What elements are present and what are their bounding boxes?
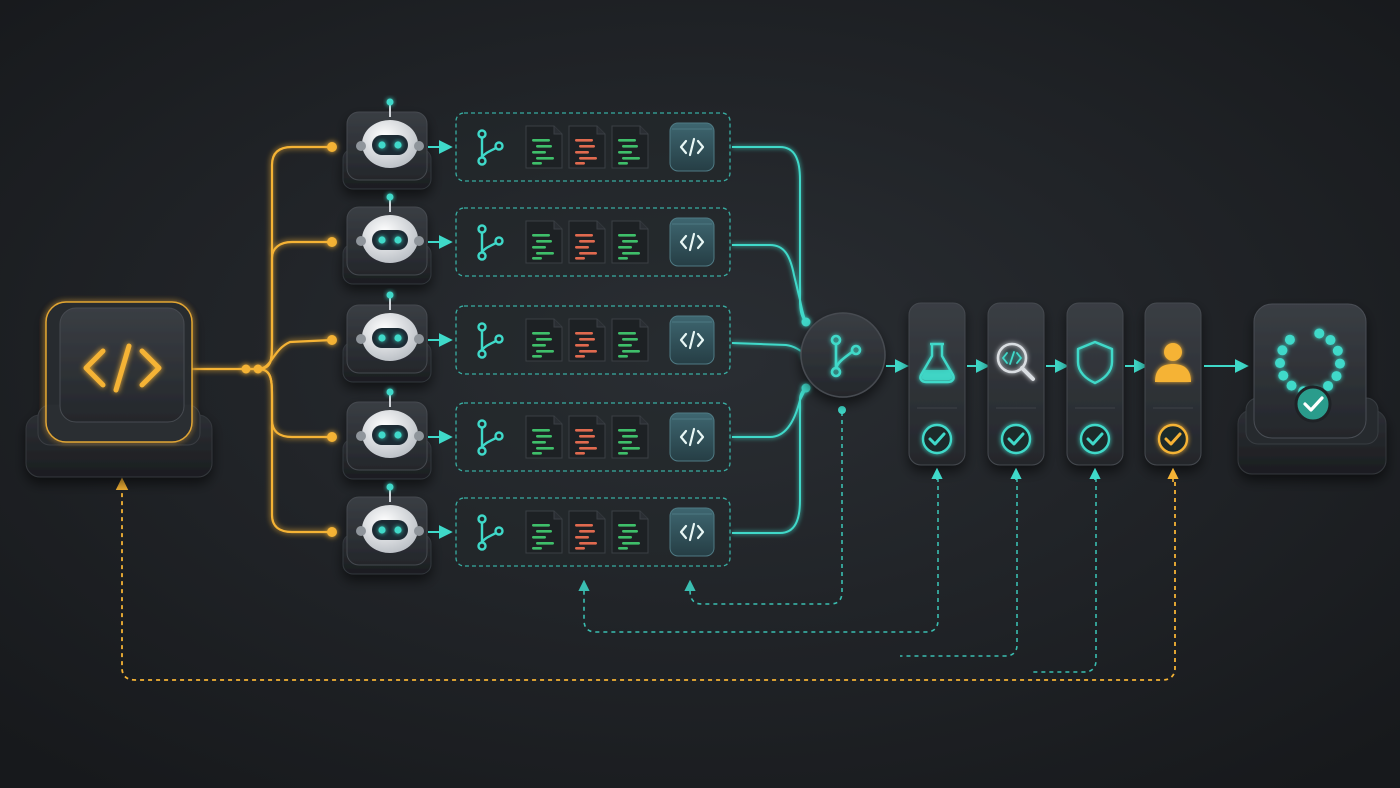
code-file-icon (611, 220, 649, 264)
git-branch-icon (477, 322, 504, 359)
code-brackets-icon (83, 343, 162, 393)
agent-workspace (455, 402, 731, 472)
robot-icon (356, 98, 424, 168)
git-merge-icon (830, 334, 862, 378)
robot-icon (356, 388, 424, 458)
code-file-icon (568, 220, 606, 264)
robot-icon (356, 483, 424, 553)
feedback-loops-teal (578, 412, 1097, 673)
git-branch-icon (477, 419, 504, 456)
agent-workspace (455, 207, 731, 277)
git-branch-icon (477, 224, 504, 261)
code-file-icon (568, 318, 606, 362)
agent-row (342, 483, 731, 575)
check-icon (1157, 423, 1189, 455)
dotted-ring-check-icon (1275, 328, 1345, 423)
flask-icon (919, 342, 955, 384)
code-file-icon (525, 510, 563, 554)
merge-node (800, 312, 886, 398)
output-node (1237, 303, 1387, 475)
code-file-icon (611, 125, 649, 169)
code-file-icon (525, 318, 563, 362)
code-file-icon (525, 125, 563, 169)
robot-icon (356, 291, 424, 361)
pipeline-stage (987, 302, 1045, 466)
pipeline-stage (1066, 302, 1124, 466)
code-cube-icon (669, 507, 715, 557)
agent-workspace (455, 497, 731, 567)
agent-workspace (455, 305, 731, 375)
check-icon (921, 423, 953, 455)
source-code-node (25, 301, 213, 478)
code-file-icon (525, 220, 563, 264)
code-file-icon (611, 318, 649, 362)
agent-row (342, 193, 731, 285)
feedback-loop-human (115, 477, 1176, 681)
pipeline-stage (908, 302, 966, 466)
stage-feedback-nodes (838, 406, 846, 414)
git-branch-icon (477, 514, 504, 551)
code-file-icon (568, 415, 606, 459)
code-file-icon (525, 415, 563, 459)
code-file-icon (568, 125, 606, 169)
code-file-icon (568, 510, 606, 554)
agent-row (342, 291, 731, 383)
agent-workspace (455, 112, 731, 182)
code-file-icon (611, 510, 649, 554)
shield-icon (1076, 340, 1114, 385)
agent-row (342, 388, 731, 480)
git-branch-icon (477, 129, 504, 166)
code-file-icon (611, 415, 649, 459)
code-cube-icon (669, 217, 715, 267)
person-icon (1155, 343, 1191, 382)
code-cube-icon (669, 122, 715, 172)
fanout-nodes (241, 142, 337, 537)
check-icon (1079, 423, 1111, 455)
pipeline-stage (1144, 302, 1202, 466)
robot-icon (356, 193, 424, 263)
code-cube-icon (669, 412, 715, 462)
code-cube-icon (669, 315, 715, 365)
code-search-icon (996, 342, 1035, 381)
check-icon (1000, 423, 1032, 455)
agent-row (342, 98, 731, 190)
